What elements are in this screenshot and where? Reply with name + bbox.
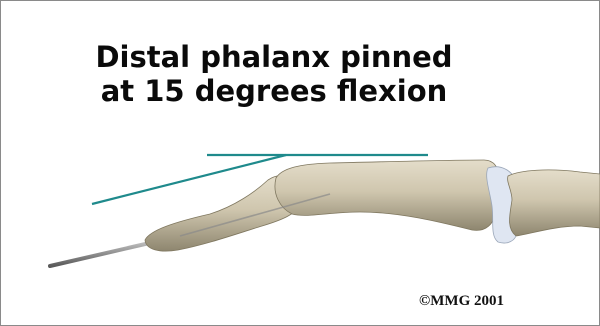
middle-phalanx <box>275 160 498 230</box>
copyright-notice: ©MMG 2001 <box>419 293 504 310</box>
proximal-phalanx <box>508 170 600 236</box>
